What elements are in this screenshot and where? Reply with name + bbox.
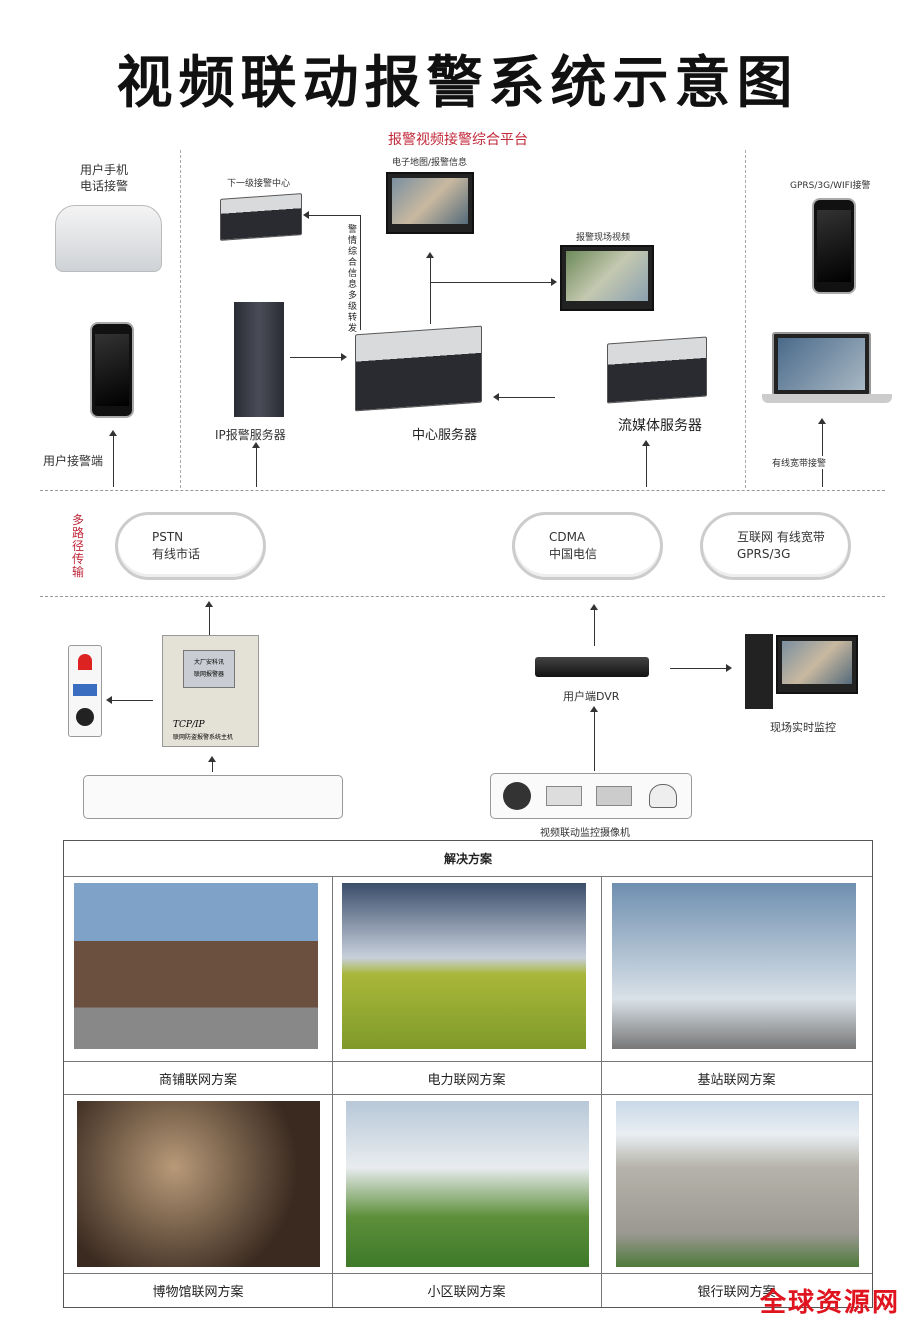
cameras-label: 视频联动监控摄像机 bbox=[540, 828, 630, 839]
base-station-photo bbox=[612, 883, 856, 1049]
divider bbox=[745, 150, 746, 488]
host-brand: TCP/IP bbox=[173, 720, 205, 730]
solution-label: 小区联网方案 bbox=[427, 1285, 506, 1300]
emap-label: 电子地图/报警信息 bbox=[392, 158, 468, 168]
lower-center-server-icon bbox=[220, 193, 302, 241]
center-server-icon bbox=[355, 325, 482, 412]
dvr-label: 用户端DVR bbox=[563, 690, 620, 703]
platform-label: 报警视频接警综合平台 bbox=[388, 132, 528, 148]
diagram-title: 视频联动报警系统示意图 bbox=[116, 50, 799, 116]
cloud-internet: 互联网 有线宽带 GPRS/3G bbox=[700, 512, 851, 580]
forward-label: 警情综合信息多级转发 bbox=[348, 225, 358, 334]
solution-label: 电力联网方案 bbox=[427, 1073, 506, 1088]
laptop-icon bbox=[772, 332, 871, 396]
museum-photo bbox=[77, 1101, 320, 1267]
dvr-icon bbox=[535, 657, 649, 677]
solutions-table: 解决方案 商铺联网方案 电力联网方案 基站联网方案 博物馆联网方案 小区联网方案… bbox=[63, 840, 873, 1308]
alarm-host-icon: 大厂安科讯联网报警器 TCP/IP 联网防盗报警系统主机 bbox=[162, 635, 259, 747]
user-end-label: 用户接警端 bbox=[43, 454, 104, 468]
center-server-label: 中心服务器 bbox=[412, 428, 478, 443]
bank-photo bbox=[616, 1101, 859, 1267]
ip-server-label: IP报警服务器 bbox=[215, 428, 286, 442]
divider bbox=[40, 596, 885, 597]
solution-label: 博物馆联网方案 bbox=[152, 1285, 244, 1300]
cameras-panel bbox=[490, 773, 692, 819]
solution-label: 银行联网方案 bbox=[697, 1285, 776, 1300]
desk-phone-icon bbox=[55, 205, 162, 272]
siren-strobe-icon bbox=[68, 645, 102, 737]
monitor-label: 现场实时监控 bbox=[770, 721, 836, 734]
divider bbox=[40, 490, 885, 491]
lower-center-label: 下一级接警中心 bbox=[227, 179, 291, 189]
solution-label: 基站联网方案 bbox=[697, 1073, 776, 1088]
pc-tower-icon bbox=[745, 634, 773, 709]
shop-photo bbox=[74, 883, 318, 1049]
power-photo bbox=[342, 883, 586, 1049]
emap-monitor-icon bbox=[386, 172, 474, 234]
watermark: 全球资源网 bbox=[760, 1288, 901, 1318]
smartphone-icon bbox=[812, 198, 856, 294]
user-phone-label: 用户手机 电话接警 bbox=[80, 163, 129, 193]
cloud-pstn: PSTN 有线市话 bbox=[115, 512, 266, 580]
divider bbox=[180, 150, 181, 488]
ip-alarm-server-rack-icon bbox=[234, 302, 284, 417]
stream-server-icon bbox=[607, 336, 707, 404]
cloud-cdma: CDMA 中国电信 bbox=[512, 512, 663, 580]
smartphone-icon bbox=[90, 322, 134, 418]
solution-label: 商铺联网方案 bbox=[158, 1073, 237, 1088]
broadband-label: 有线宽带接警 bbox=[772, 456, 827, 469]
gprs-label: GPRS/3G/WIFI接警 bbox=[790, 181, 871, 191]
scene-video-label: 报警现场视频 bbox=[576, 233, 631, 243]
host-name: 联网防盗报警系统主机 bbox=[173, 734, 234, 741]
stream-server-label: 流媒体服务器 bbox=[618, 418, 702, 434]
solutions-title: 解决方案 bbox=[443, 852, 492, 866]
transmission-label: 多路径传输 bbox=[72, 513, 85, 579]
residential-photo bbox=[346, 1101, 589, 1267]
scene-monitor-icon bbox=[560, 245, 654, 311]
monitor-icon bbox=[776, 635, 858, 694]
alarm-sensors-panel bbox=[83, 775, 343, 819]
